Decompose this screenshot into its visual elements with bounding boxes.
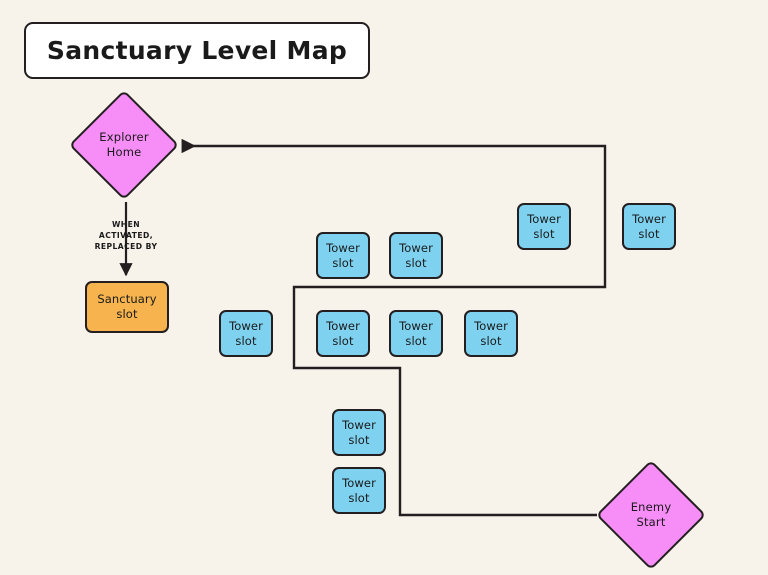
tower-slot-label: Tower slot xyxy=(474,318,508,348)
tower-slot-label: Tower slot xyxy=(632,211,666,241)
tower-slot-label: Tower slot xyxy=(326,240,360,270)
tower-slot-label: Tower slot xyxy=(342,417,376,447)
activation-edge-caption: WHEN ACTIVATED, REPLACED BY xyxy=(94,220,158,251)
tower-slot-label: Tower slot xyxy=(399,240,433,270)
node-enemy-start-label: Enemy Start xyxy=(630,500,672,529)
tower-slot[interactable]: Tower slot xyxy=(389,232,443,279)
tower-slot[interactable]: Tower slot xyxy=(316,310,370,357)
page-title: Sanctuary Level Map xyxy=(24,22,370,79)
tower-slot[interactable]: Tower slot xyxy=(389,310,443,357)
tower-slot[interactable]: Tower slot xyxy=(332,409,386,456)
tower-slot[interactable]: Tower slot xyxy=(316,232,370,279)
node-sanctuary-slot-label: Sanctuary slot xyxy=(97,292,157,321)
tower-slot[interactable]: Tower slot xyxy=(464,310,518,357)
tower-slot[interactable]: Tower slot xyxy=(332,467,386,514)
tower-slot-label: Tower slot xyxy=(527,211,561,241)
node-explorer-home-label: Explorer Home xyxy=(99,130,149,159)
tower-slot-label: Tower slot xyxy=(326,318,360,348)
node-sanctuary-slot[interactable]: Sanctuary slot xyxy=(85,281,169,333)
tower-slot[interactable]: Tower slot xyxy=(622,203,676,250)
tower-slot-label: Tower slot xyxy=(229,318,263,348)
tower-slot-label: Tower slot xyxy=(399,318,433,348)
tower-slot[interactable]: Tower slot xyxy=(517,203,571,250)
tower-slot-label: Tower slot xyxy=(342,475,376,505)
page-title-text: Sanctuary Level Map xyxy=(46,36,348,65)
tower-slot[interactable]: Tower slot xyxy=(219,310,273,357)
